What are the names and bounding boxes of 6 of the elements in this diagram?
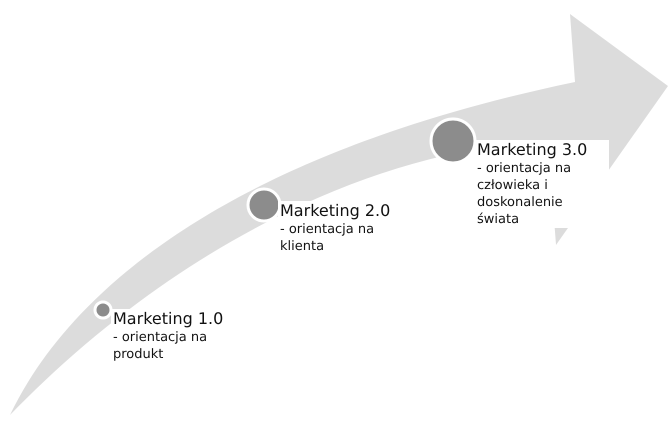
stage-title: Marketing 1.0 (113, 309, 224, 329)
stage-description: - orientacja na produkt (113, 329, 208, 363)
stage-description: - orientacja na klienta (280, 221, 376, 255)
stage-title: Marketing 2.0 (280, 201, 392, 221)
stage-description: - orientacja na człowieka i doskonalenie świata (477, 160, 572, 228)
stage-title: Marketing 3.0 (477, 140, 588, 160)
